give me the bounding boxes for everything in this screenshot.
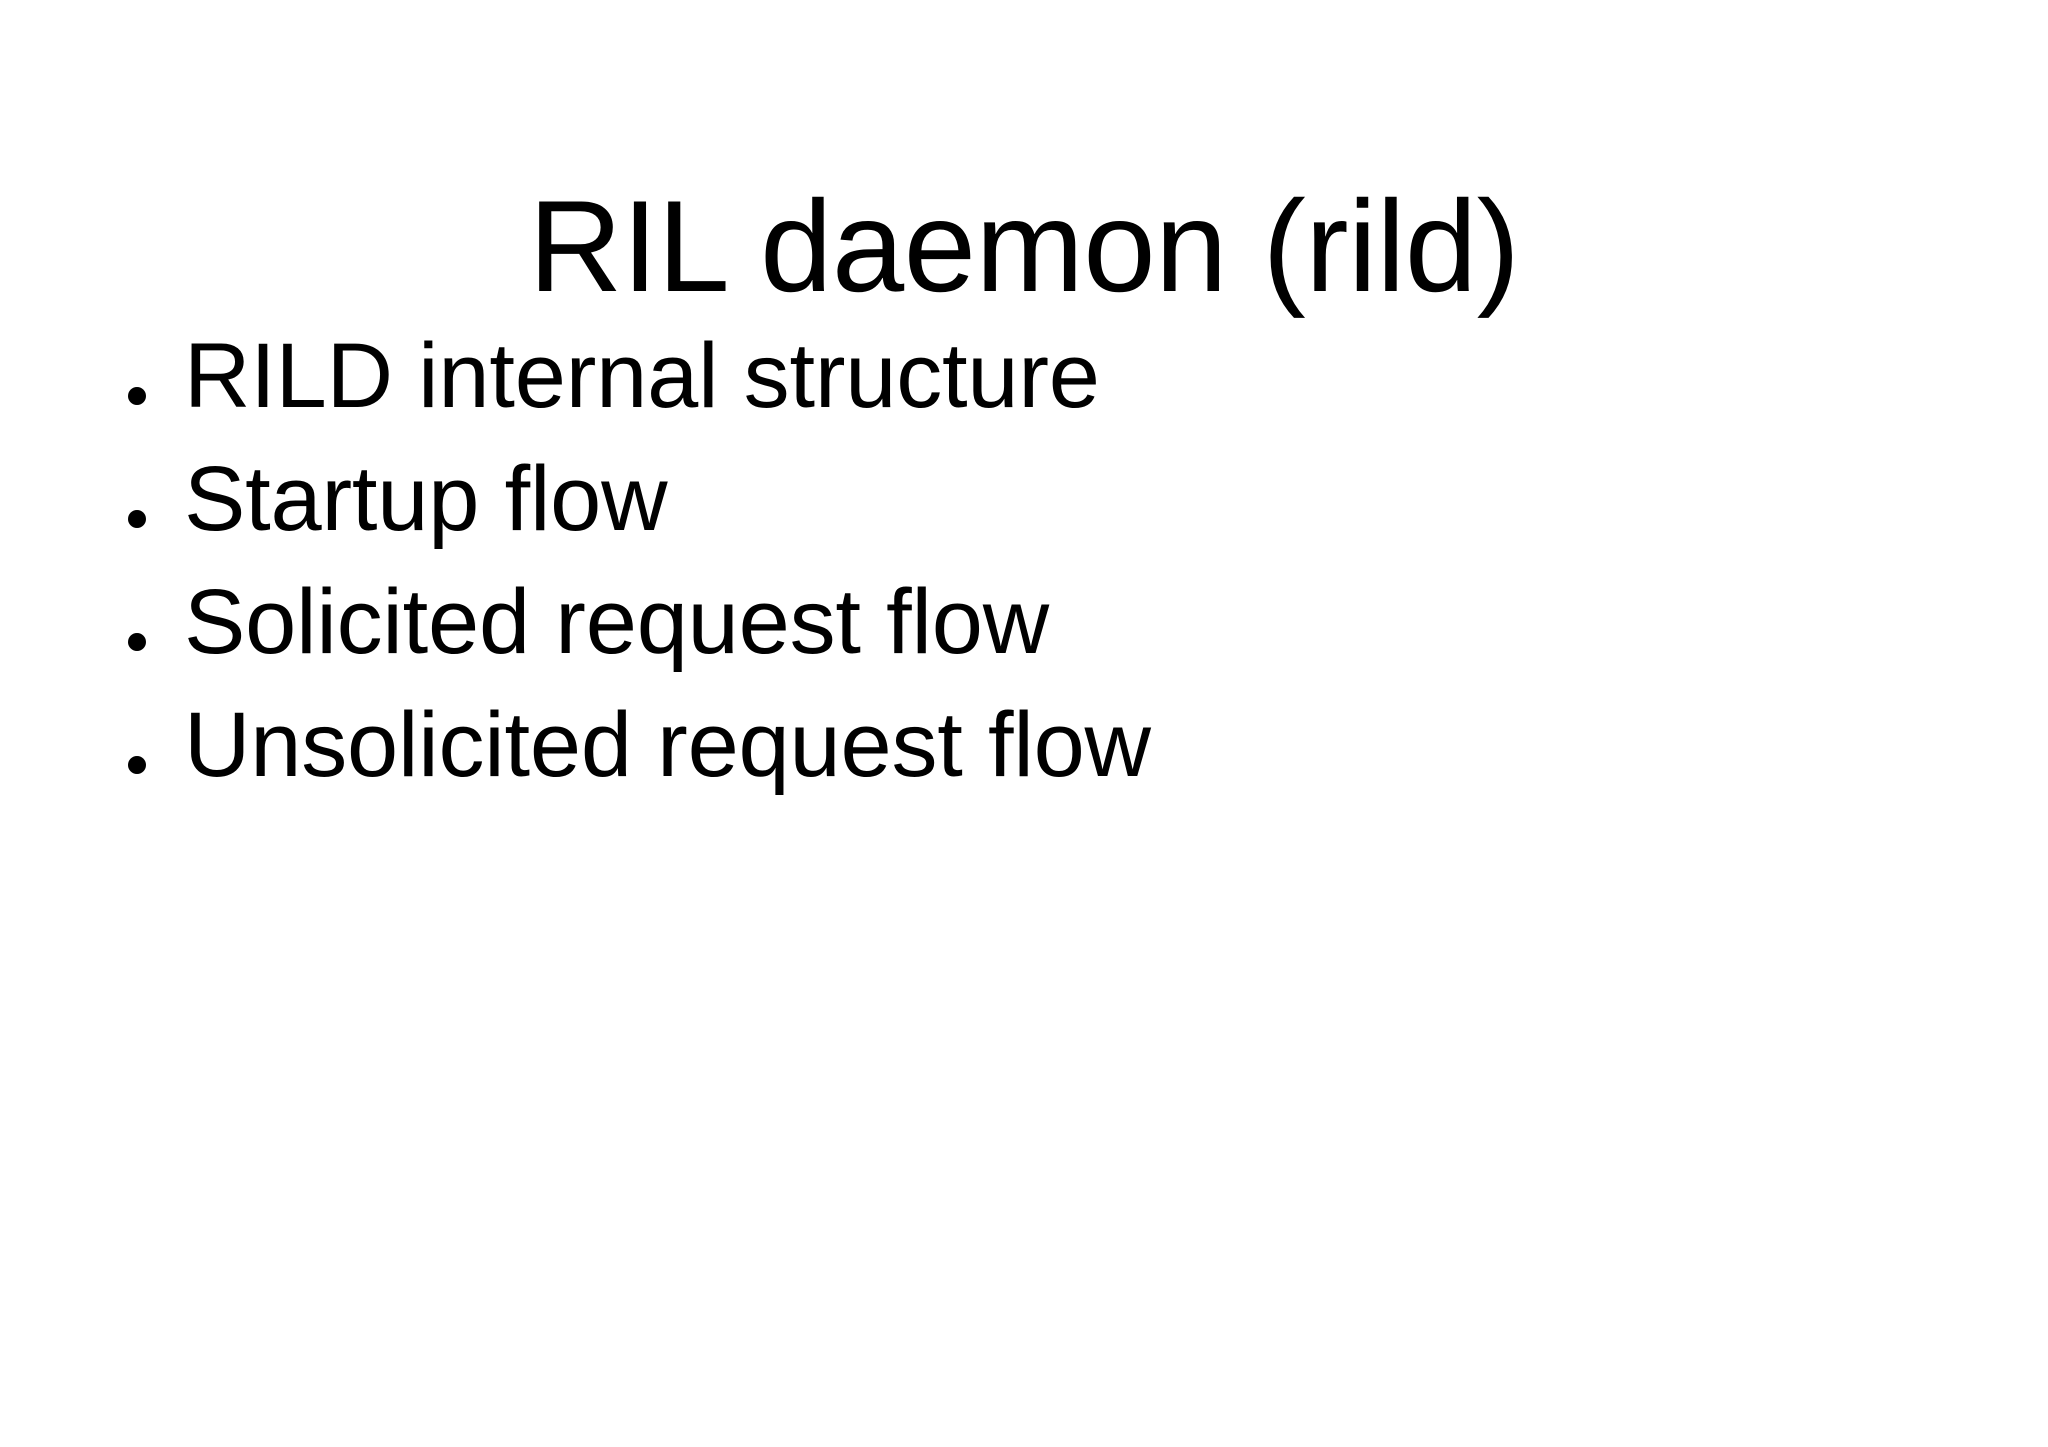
list-item[interactable]: Solicited request flow [118,576,1918,699]
list-item[interactable]: Unsolicited request flow [118,699,1918,822]
list-item-label: Startup flow [184,448,668,550]
slide-title: RIL daemon (rild) [528,173,1520,320]
bullet-dot-icon [118,330,184,422]
list-item[interactable]: Startup flow [118,453,1918,576]
bullet-list: RILD internal structure Startup flow Sol… [118,330,1918,822]
list-item-label: RILD internal structure [184,325,1100,427]
list-item-label: Solicited request flow [184,571,1049,673]
list-item[interactable]: RILD internal structure [118,330,1918,453]
bullet-dot-icon [118,453,184,545]
list-item-label: Unsolicited request flow [184,694,1151,796]
bullet-dot-icon [118,576,184,668]
bullet-dot-icon [118,699,184,791]
